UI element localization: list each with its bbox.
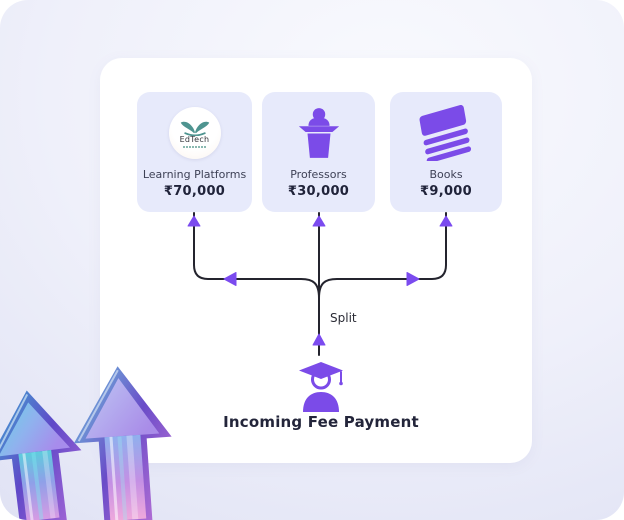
card-icon-wrap bbox=[415, 105, 477, 161]
books-stack-icon bbox=[419, 105, 472, 161]
destination-label: Professors bbox=[290, 168, 347, 181]
glass-arrow-left bbox=[0, 390, 82, 520]
destination-card-learning-platforms: EdTech Learning Platforms ₹70,000 bbox=[137, 92, 252, 212]
destination-amount: ₹70,000 bbox=[163, 184, 226, 199]
destination-card-books: Books ₹9,000 bbox=[390, 92, 502, 212]
graduate-student-icon bbox=[299, 362, 343, 412]
card-icon-wrap: EdTech bbox=[168, 105, 221, 161]
card-icon-wrap bbox=[296, 105, 342, 161]
edtech-logo-text: EdTech bbox=[179, 135, 210, 144]
destination-card-professors: Professors ₹30,000 bbox=[262, 92, 375, 212]
destination-amount: ₹30,000 bbox=[287, 184, 350, 199]
destination-label: Learning Platforms bbox=[142, 168, 247, 181]
split-label: Split bbox=[330, 311, 357, 325]
professor-podium-icon bbox=[298, 108, 339, 158]
open-book-icon bbox=[180, 121, 209, 136]
destination-amount: ₹9,000 bbox=[420, 184, 472, 199]
source-label: Incoming Fee Payment bbox=[223, 413, 419, 431]
destination-label: Books bbox=[429, 168, 463, 181]
edtech-logo: EdTech bbox=[168, 107, 221, 159]
edtech-logo-tagline bbox=[182, 146, 207, 148]
